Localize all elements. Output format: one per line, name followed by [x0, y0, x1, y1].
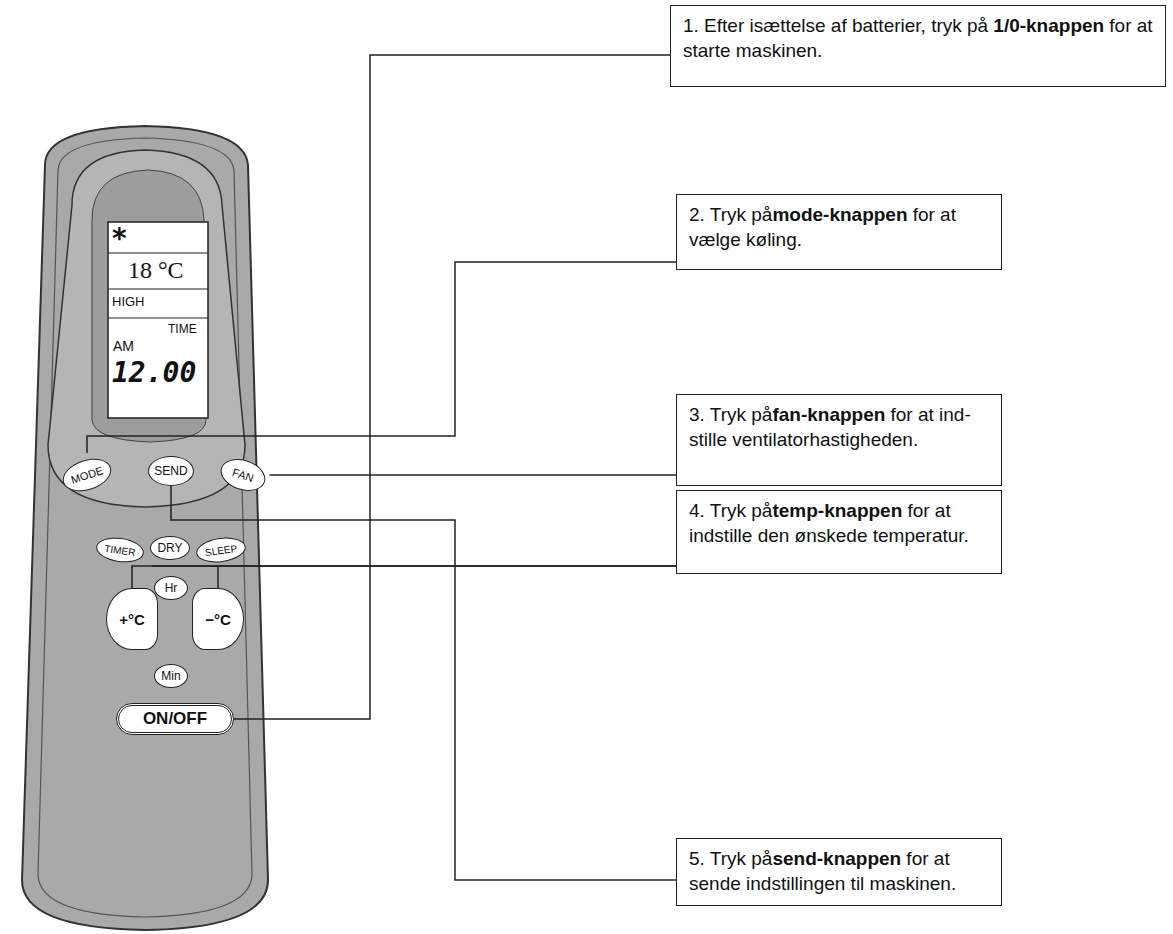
- remote-body: [22, 126, 268, 930]
- instruction-text: 3. Tryk på: [689, 404, 772, 425]
- callout-box: 4. Tryk påtemp-knappenfor at indstille d…: [676, 490, 1002, 574]
- callout-box: 3. Tryk påfan-knappenfor at ind- stille …: [676, 394, 1002, 486]
- display-readout: AM: [113, 338, 134, 354]
- remote-button: +°C: [106, 588, 158, 650]
- remote-button: Min: [154, 664, 188, 688]
- instruction-text: 5. Tryk på: [689, 848, 772, 869]
- button-label: ON/OFF: [143, 709, 207, 729]
- button-label: Hr: [165, 581, 178, 595]
- remote-ridge: [38, 138, 252, 917]
- leader-line: [171, 486, 676, 880]
- remote-button: −°C: [192, 588, 244, 650]
- leader-line: [234, 55, 670, 719]
- instruction-text: 2. Tryk på: [689, 204, 772, 225]
- lcd-divider: [108, 317, 208, 318]
- display-readout: *: [112, 222, 127, 255]
- button-name: send-knappen: [772, 848, 901, 869]
- remote-bezel: [48, 150, 245, 507]
- display-readout: 12.00: [112, 356, 196, 389]
- remote-button: ON/OFF: [116, 703, 234, 735]
- lcd-divider: [108, 288, 208, 289]
- display-readout: TIME: [168, 322, 197, 336]
- display-readout: HIGH: [112, 294, 145, 309]
- remote-button: DRY: [150, 536, 190, 560]
- button-label: TIMER: [104, 542, 136, 557]
- button-label: SLEEP: [204, 542, 237, 557]
- button-label: Min: [161, 669, 180, 683]
- instruction-text: 1. Efter isættelse af batterier, tryk på: [683, 15, 988, 36]
- callout-box: 5. Tryk påsend-knappenfor at sende indst…: [676, 838, 1002, 906]
- button-name: temp-knappen: [772, 500, 902, 521]
- button-name: fan-knappen: [772, 404, 885, 425]
- lcd-screen: [108, 222, 208, 418]
- leader-line: [87, 262, 676, 453]
- leader-line: [218, 566, 676, 588]
- leader-line: [132, 566, 676, 588]
- button-label: +°C: [119, 611, 145, 628]
- display-readout: 18 °C: [128, 257, 184, 284]
- remote-button: Hr: [154, 576, 188, 600]
- button-label: SEND: [154, 464, 187, 478]
- button-label: −°C: [205, 611, 231, 628]
- remote-button: SEND: [148, 456, 194, 486]
- leader-line: [270, 474, 676, 476]
- instruction-text: 4. Tryk på: [689, 500, 772, 521]
- callout-box: 1. Efter isættelse af batterier, tryk på…: [670, 5, 1166, 87]
- button-label: MODE: [69, 464, 104, 486]
- button-label: DRY: [157, 541, 182, 555]
- button-name: 1/0-knappen: [993, 15, 1104, 36]
- button-label: FAN: [231, 466, 255, 484]
- button-name: mode-knappen: [772, 204, 907, 225]
- callout-box: 2. Tryk påmode-knappenfor at vælge kølin…: [676, 194, 1002, 270]
